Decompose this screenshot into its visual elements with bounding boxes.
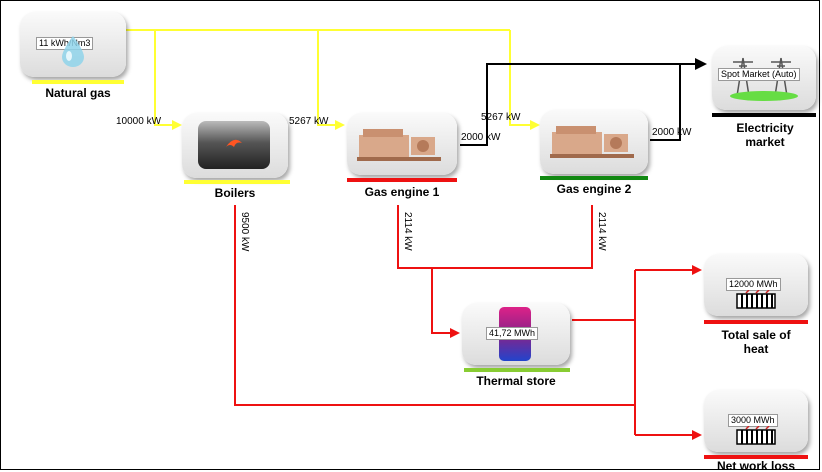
gas-engine-1-node[interactable] bbox=[347, 113, 457, 175]
water-drop-icon bbox=[62, 36, 84, 67]
heat-line-engine1 bbox=[397, 205, 432, 269]
radiator-icon bbox=[736, 426, 776, 445]
natural-gas-bar bbox=[32, 80, 124, 84]
gas-line-engine1 bbox=[317, 30, 345, 130]
thermal-store-node[interactable]: 41,72 MWh bbox=[462, 303, 570, 365]
total-sale-of-heat-bar bbox=[704, 320, 808, 324]
flow-engine1-heat: 2114 kW bbox=[402, 212, 413, 251]
thermal-store-bar bbox=[464, 368, 570, 372]
net-work-loss-bar bbox=[704, 455, 808, 459]
flow-gas-to-engine2: 5267 kW bbox=[481, 112, 521, 123]
electricity-market-value: Spot Market (Auto) bbox=[718, 68, 800, 81]
electricity-line-engine1 bbox=[460, 58, 707, 146]
heat-line-boilers bbox=[234, 205, 635, 406]
engine-icon bbox=[357, 129, 441, 161]
thermal-store-value: 41,72 MWh bbox=[486, 327, 539, 340]
flow-engine2-electricity: 2000 kW bbox=[652, 127, 692, 138]
gas-line-boilers bbox=[154, 30, 182, 130]
total-sale-of-heat-value: 12000 MWh bbox=[726, 278, 781, 291]
electricity-market-label: Electricity market bbox=[736, 121, 794, 149]
gas-line-engine2 bbox=[509, 30, 540, 130]
radiator-icon bbox=[736, 290, 776, 309]
engine-icon bbox=[550, 126, 634, 158]
thermal-store-label: Thermal store bbox=[476, 374, 556, 388]
heat-line-to-store bbox=[431, 268, 460, 338]
net-work-loss-node[interactable]: 3000 MWh bbox=[704, 390, 808, 452]
electricity-market-node[interactable]: Spot Market (Auto) bbox=[712, 46, 816, 110]
net-work-loss-value: 3000 MWh bbox=[728, 414, 778, 427]
electricity-line-engine2 bbox=[650, 64, 681, 141]
gas-engine-1-label: Gas engine 1 bbox=[364, 185, 440, 199]
gas-engine-2-bar bbox=[540, 176, 648, 180]
net-work-loss-label: Net work loss bbox=[716, 459, 796, 471]
flow-engine2-heat: 2114 kW bbox=[596, 212, 607, 251]
gas-engine-2-node[interactable] bbox=[540, 110, 648, 174]
flow-gas-to-boilers: 10000 kW bbox=[116, 116, 162, 127]
total-sale-of-heat-node[interactable]: 12000 MWh bbox=[704, 254, 808, 316]
boilers-label: Boilers bbox=[214, 186, 256, 200]
total-sale-of-heat-label: Total sale of heat bbox=[721, 328, 791, 356]
electricity-market-bar bbox=[712, 113, 816, 117]
heat-line-engine2 bbox=[432, 205, 593, 269]
natural-gas-label: Natural gas bbox=[45, 86, 111, 100]
flow-boilers-heat: 9500 kW bbox=[239, 212, 250, 252]
boiler-cylinder-icon bbox=[198, 121, 270, 169]
gas-engine-1-bar bbox=[347, 178, 457, 182]
natural-gas-node[interactable]: 11 kWh/Nm3 bbox=[20, 12, 126, 77]
boilers-bar bbox=[184, 180, 290, 184]
flow-engine1-electricity: 2000 kW bbox=[461, 132, 501, 143]
flow-gas-to-engine1: 5267 kW bbox=[289, 116, 329, 127]
gas-engine-2-label: Gas engine 2 bbox=[556, 182, 632, 196]
boilers-node[interactable] bbox=[182, 113, 288, 178]
